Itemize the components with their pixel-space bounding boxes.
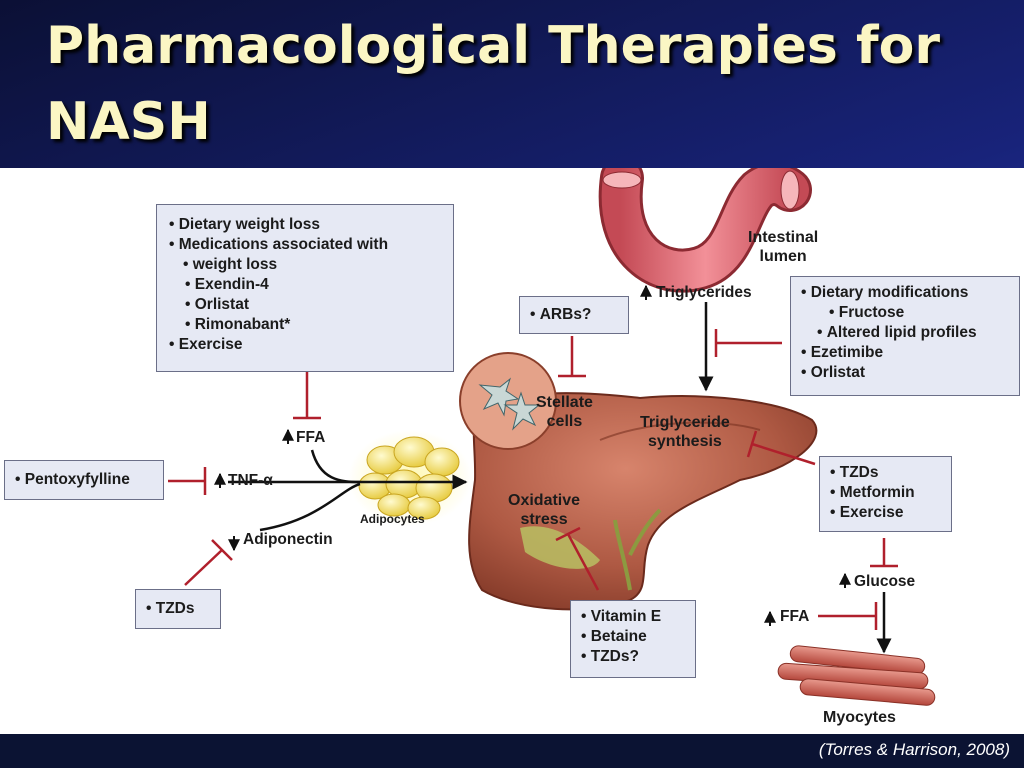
inhibition-lines	[168, 329, 898, 630]
box-item: TZDs?	[581, 647, 685, 667]
inhibit-tnf	[168, 467, 207, 495]
box-subitem: Exendin-4	[169, 275, 441, 295]
box-item: ARBs?	[530, 305, 618, 325]
dietary-modifications-box: Dietary modifications Fructose Altered l…	[790, 276, 1020, 396]
flow-arrows	[228, 302, 892, 654]
box-item: Betaine	[581, 627, 685, 647]
box-item: Exercise	[169, 335, 441, 355]
tzds-left-box: TZDs	[135, 589, 221, 629]
box-item: Metformin	[830, 483, 941, 503]
tzds-metformin-box: TZDs Metformin Exercise	[819, 456, 952, 532]
slide-footer: (Torres & Harrison, 2008)	[0, 734, 1024, 768]
inhibit-oxidative-stress	[555, 526, 600, 591]
label-intestinal-lumen: Intestinal lumen	[748, 229, 819, 265]
inhibit-glucose	[870, 538, 898, 568]
box-subitem: Rimonabant*	[169, 315, 441, 335]
arbs-box: ARBs?	[519, 296, 629, 334]
box-subitem: Orlistat	[169, 295, 441, 315]
diagram-canvas	[168, 168, 936, 706]
stellate-cells-illustration	[459, 352, 557, 450]
box-item-continued: weight loss	[169, 255, 441, 275]
diagram-panel	[0, 168, 1024, 734]
label-ffa-myocytes: FFA	[780, 608, 810, 625]
box-item: TZDs	[146, 599, 210, 619]
pentoxyfylline-box: Pentoxyfylline	[4, 460, 164, 500]
inhibit-triglycerides	[714, 329, 782, 357]
box-item: Dietary modifications	[801, 283, 1009, 303]
box-item: Ezetimibe	[801, 343, 1009, 363]
inhibit-ffa	[293, 372, 321, 420]
label-tnf-alpha: TNF-α	[228, 472, 273, 489]
box-item: Exercise	[830, 503, 941, 523]
box-subitem: Altered lipid profiles	[801, 323, 1009, 343]
label-triglyceride-synthesis: Triglyceride synthesis	[640, 414, 730, 450]
myocytes-illustration	[777, 645, 936, 706]
intestine-illustration	[598, 168, 812, 293]
box-item: Vitamin E	[581, 607, 685, 627]
title-line-2: NASH	[46, 92, 211, 152]
inhibit-ffa-myocytes	[818, 602, 878, 630]
box-item: Pentoxyfylline	[15, 470, 153, 490]
label-oxidative-stress: Oxidative stress	[508, 492, 581, 528]
box-item: TZDs	[830, 463, 941, 483]
arrow-ffa-branch	[310, 449, 361, 484]
inhibit-stellate	[558, 336, 586, 378]
weight-loss-box: Dietary weight loss Medications associat…	[156, 204, 454, 372]
label-myocytes: Myocytes	[823, 709, 896, 726]
box-item: Medications associated with	[169, 235, 441, 255]
box-subitem-fructose: Fructose	[801, 303, 1009, 323]
title-line-1: Pharmacological Therapies for	[46, 16, 940, 76]
label-triglycerides: Triglycerides	[656, 284, 752, 301]
inhibit-tg-synthesis	[746, 430, 816, 466]
slide-title: Pharmacological Therapies for NASH	[46, 8, 986, 160]
box-item: Dietary weight loss	[169, 215, 441, 235]
citation: (Torres & Harrison, 2008)	[818, 740, 1010, 759]
label-adipocytes: Adipocytes	[360, 512, 425, 526]
label-stellate-cells: Stellate cells	[536, 394, 593, 430]
box-item: Orlistat	[801, 363, 1009, 383]
label-adiponectin: Adiponectin	[243, 531, 333, 548]
vitamin-e-box: Vitamin E Betaine TZDs?	[570, 600, 696, 678]
inhibit-adiponectin	[184, 539, 233, 586]
label-ffa: FFA	[296, 429, 326, 446]
arrow-adiponectin-branch	[259, 482, 361, 532]
label-glucose: Glucose	[854, 573, 916, 590]
